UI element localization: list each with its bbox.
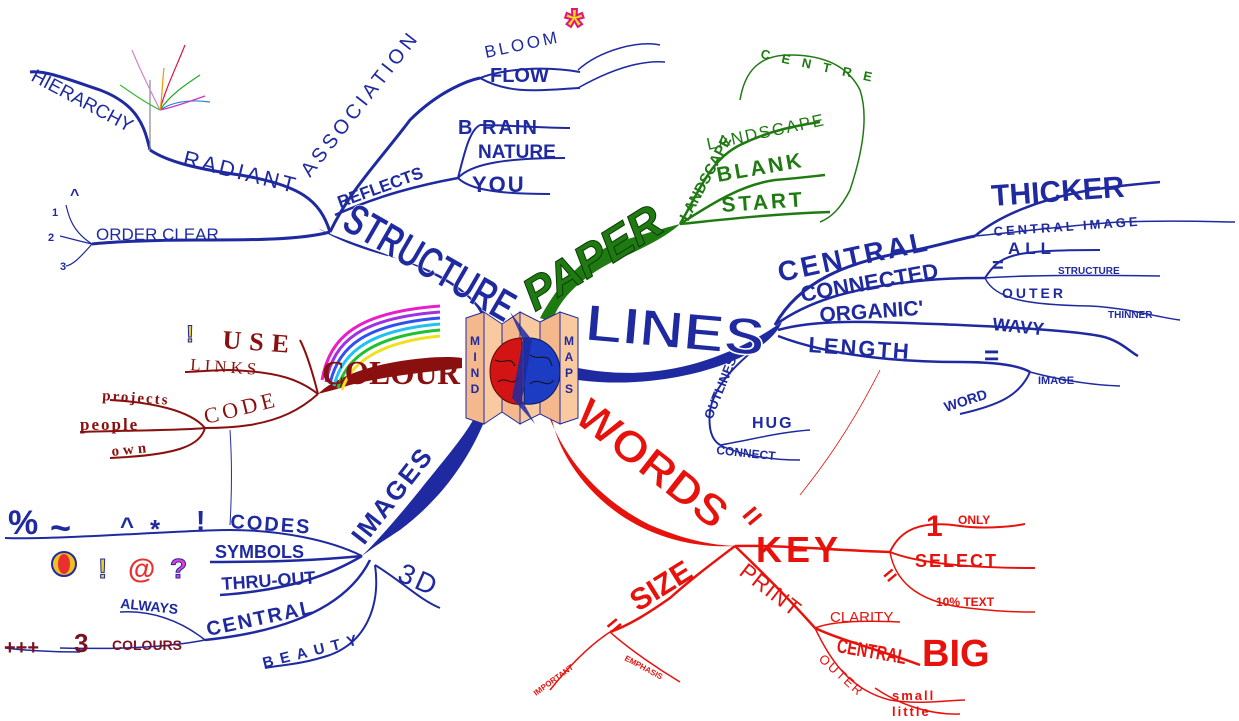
equals-sign: = xyxy=(992,255,1004,277)
label-thru-out: THRU-OUT xyxy=(221,567,316,594)
lines-lines xyxy=(708,180,1236,461)
label-clarity: CLARITY xyxy=(830,609,893,626)
percent-symbol: % xyxy=(8,504,38,542)
label-association: ASSOCIATION xyxy=(297,26,425,181)
images-lines xyxy=(4,429,441,669)
label-centre: CENTRE xyxy=(759,46,885,87)
label-colours: COLOURS xyxy=(112,637,182,653)
label-brain: B RAIN xyxy=(458,117,539,139)
label-outer: OUTER xyxy=(1002,285,1066,301)
brain-right-icon xyxy=(523,337,561,405)
bang-symbol: ! xyxy=(196,505,205,536)
equals-sign-2: = xyxy=(984,340,999,370)
label-3d: 3D xyxy=(394,557,445,602)
label-structure-sub: STRUCTURE xyxy=(1058,266,1120,277)
words-lines xyxy=(549,369,1036,715)
label-blank: BLANK xyxy=(715,149,806,187)
label-nature: NATURE xyxy=(478,142,556,163)
label-colour: COLOUR xyxy=(322,355,460,392)
structure-lines xyxy=(29,43,666,246)
label-ten-text: 10% TEXT xyxy=(936,595,995,609)
branch-colour xyxy=(318,357,462,394)
label-word: WORD xyxy=(942,386,989,415)
label-always: ALWAYS xyxy=(120,595,179,617)
label-big: BIG xyxy=(922,633,990,675)
label-one: 1 xyxy=(926,510,943,543)
label-small: small xyxy=(892,688,935,703)
label-you: YOU xyxy=(472,172,526,197)
label-code: CODE xyxy=(201,386,281,429)
at-symbol: @ xyxy=(128,553,155,584)
label-key: KEY xyxy=(756,529,842,570)
label-hug: HUG xyxy=(752,415,794,432)
label-codes: CODES xyxy=(230,511,312,539)
label-central-words: CENTRAL xyxy=(835,635,908,669)
label-beauty: BEAUTY xyxy=(261,630,366,672)
yellow-bang-icon: ! xyxy=(186,321,194,348)
question-symbol: ? xyxy=(170,553,187,584)
label-important: IMPORTANT xyxy=(532,663,575,698)
label-own: own xyxy=(111,440,151,460)
central-image xyxy=(465,311,579,425)
label-all: ALL xyxy=(1008,239,1056,258)
label-thicker: THICKER xyxy=(990,171,1126,213)
label-only: ONLY xyxy=(958,513,990,527)
paper-lines xyxy=(678,54,865,226)
label-lines: LINES xyxy=(583,294,767,367)
label-links: LINKS xyxy=(190,355,261,379)
label-plus: +++ xyxy=(4,637,39,659)
order-bracket xyxy=(59,204,93,267)
label-connect: CONNECT xyxy=(716,443,777,463)
label-little: little xyxy=(892,704,931,719)
branch-paper xyxy=(540,224,680,322)
label-structure: STRUCTURE xyxy=(335,194,524,331)
label-central-image: CENTRAL IMAGE xyxy=(993,214,1141,239)
label-select: SELECT xyxy=(915,551,998,571)
label-num-2: 2 xyxy=(48,232,54,244)
label-order-clear: ORDER CLEAR xyxy=(96,225,219,244)
label-three: 3 xyxy=(74,628,88,658)
label-symbols: SYMBOLS xyxy=(215,542,304,562)
branch-lines xyxy=(578,322,782,383)
tilde-symbol: ~ xyxy=(50,507,71,548)
hierarchy-tree-icon xyxy=(119,44,211,150)
caret-symbol: ^ xyxy=(120,513,134,540)
label-size: SIZE xyxy=(624,555,698,618)
yellow-bang-symbol: ! xyxy=(98,553,107,584)
branch-structure xyxy=(318,228,492,322)
label-landscape: LANDSCAPE xyxy=(705,110,827,154)
colour-disc-inner-icon xyxy=(58,554,70,574)
label-wavy: WAVY xyxy=(992,314,1045,339)
rainbow-icon xyxy=(320,304,441,391)
branch-images xyxy=(362,410,488,556)
asterisk-icon: * xyxy=(565,0,584,53)
ladder-icon: ^ xyxy=(70,187,79,204)
label-num-3: 3 xyxy=(60,261,66,273)
branch-words xyxy=(548,414,735,547)
label-num-1: 1 xyxy=(52,207,58,219)
colour-lines xyxy=(79,339,319,459)
label-projects: projects xyxy=(102,388,170,409)
label-image: IMAGE xyxy=(1038,375,1074,387)
label-bloom: BLOOM xyxy=(483,27,562,61)
label-length: LENGTH xyxy=(808,332,912,364)
label-people: people xyxy=(80,415,139,434)
label-central-images: CENTRAL xyxy=(204,597,316,641)
star-symbol: * xyxy=(150,514,161,544)
label-thinner: THINNER xyxy=(1108,310,1153,321)
label-radiant: RADIANT xyxy=(181,146,301,199)
label-flow: FLOW xyxy=(490,65,549,87)
label-use: USE xyxy=(222,325,298,359)
